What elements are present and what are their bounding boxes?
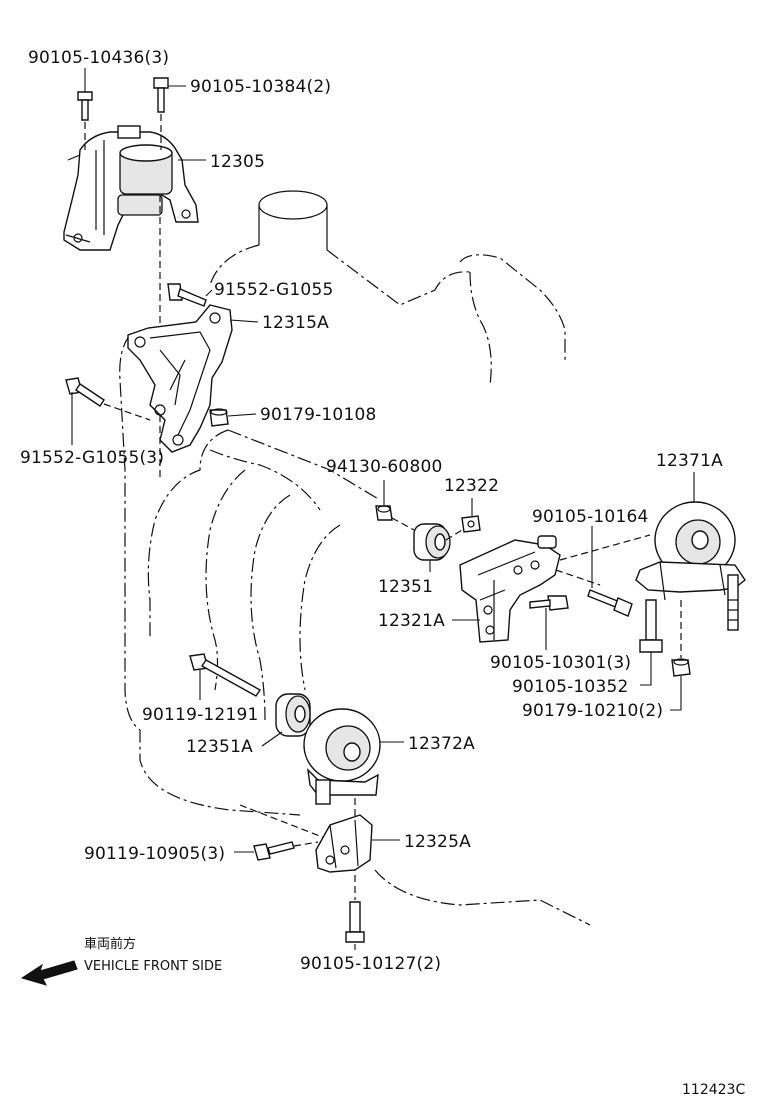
bolt-90105-10127 [345,901,365,943]
leader-lines [71,68,695,950]
engine-mount-insulator-12372a [303,708,381,805]
bolt-91552-g1055-left [65,377,105,407]
front-arrow-icon [20,960,78,986]
bolt-90105-10164 [587,589,633,617]
engine-mount-bracket-12315a [127,304,233,453]
label-12315a: 12315A [262,313,329,333]
part-labels: 90105-10436(3) 90105-10384(2) 12305 9155… [20,48,723,974]
label-90105-10301: 90105-10301(3) [490,653,631,673]
label-12351a: 12351A [186,737,253,757]
stopper-12351a [275,693,311,737]
label-91552-g1055-left: 91552-G1055(3) [20,448,164,468]
nut-90179-10108 [209,408,229,427]
bolt-90105-10384 [153,77,169,113]
engine-mount-insulator-12305 [63,125,199,251]
label-90179-10210: 90179-10210(2) [522,701,663,721]
bolt-91552-g1055-upper [167,283,207,307]
collar-12322 [461,515,481,533]
nut-94130-60800 [375,505,393,521]
engine-outline [119,190,591,926]
label-12321a: 12321A [378,611,445,631]
label-90105-10127: 90105-10127(2) [300,954,441,974]
vehicle-front-legend: 車両前方 VEHICLE FRONT SIDE [20,936,222,986]
engine-mount-insulator-12371a [635,501,746,631]
engine-mount-bracket-12321a [459,535,561,643]
stopper-12351 [413,523,451,561]
label-90105-10164: 90105-10164 [532,507,649,527]
label-90179-10108: 90179-10108 [260,405,377,425]
label-90119-12191: 90119-12191 [142,705,259,725]
legend-japanese: 車両前方 [84,936,136,952]
bracket-12325a [315,814,373,873]
bolt-90119-12191 [189,653,262,697]
bolt-90105-10436 [77,91,93,121]
label-12351: 12351 [378,577,433,597]
label-12305: 12305 [210,152,265,172]
nut-90179-10210 [671,658,691,677]
bolt-90105-10352 [639,599,663,653]
label-91552-g1055-upper: 91552-G1055 [214,280,333,300]
label-90105-10384: 90105-10384(2) [190,77,331,97]
label-94130-60800: 94130-60800 [326,457,443,477]
label-90105-10352: 90105-10352 [512,677,629,697]
diagram-code: 112423C [682,1082,745,1098]
label-90105-10436: 90105-10436(3) [28,48,169,68]
bolt-90119-10905 [253,841,295,861]
label-12325a: 12325A [404,832,471,852]
bolt-90105-10301 [529,595,569,611]
legend-english: VEHICLE FRONT SIDE [84,959,222,974]
label-90119-10905: 90119-10905(3) [84,844,225,864]
label-12371a: 12371A [656,451,723,471]
label-12322: 12322 [444,476,499,496]
label-12372a: 12372A [408,734,475,754]
